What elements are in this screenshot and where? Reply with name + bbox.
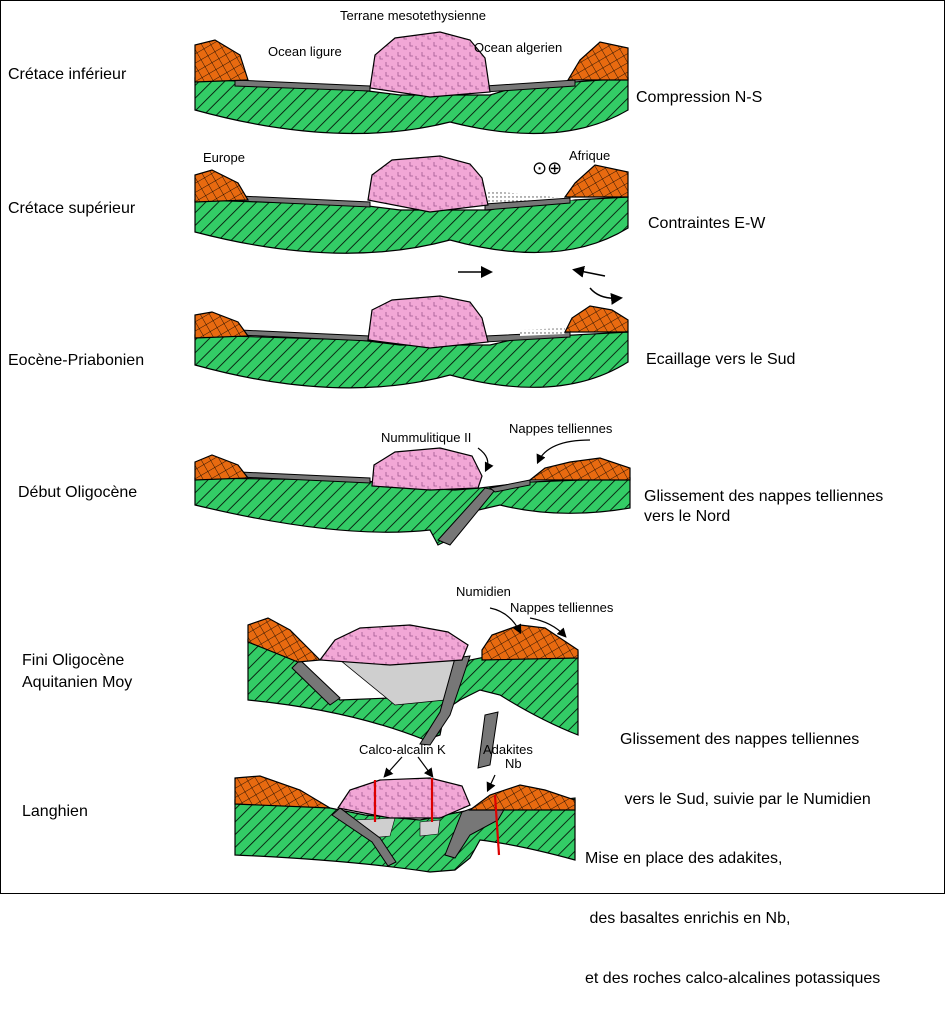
process-label-3: Ecaillage vers le Sud: [646, 350, 795, 370]
europe-margin: [195, 455, 248, 480]
stage-label-4: Début Oligocène: [18, 484, 137, 502]
europe-label: Europe: [203, 150, 245, 165]
adakites-label: Adakites: [483, 742, 533, 757]
europe-margin: [195, 170, 248, 202]
calco-arrow-1: [385, 757, 402, 776]
process-label-1: Compression N-S: [636, 88, 762, 108]
terrane-block: [320, 625, 468, 665]
arrow-left-icon: [575, 270, 605, 276]
numidien-label: Numidien: [456, 584, 511, 599]
sediment-basin: [340, 658, 460, 705]
curved-arrow-icon: [590, 288, 620, 298]
slab-tail: [478, 712, 498, 768]
terrane-block: [368, 296, 488, 348]
terrane-block: [370, 32, 490, 97]
stress-arrows: [458, 270, 620, 298]
nb-arrow: [488, 775, 495, 790]
stage-label-5: Fini Oligocène Aquitanien Moy: [22, 650, 132, 694]
terrane-block: [368, 156, 488, 212]
nb-label: Nb: [505, 756, 522, 771]
process-label-2: Contraintes E-W: [648, 214, 765, 234]
nummulitique-arrow: [478, 448, 488, 470]
europe-margin: [195, 40, 248, 82]
africa-margin: [482, 625, 578, 660]
nappes-label-2: Nappes telliennes: [510, 600, 613, 615]
section-eocene-priabonien: [195, 296, 628, 388]
calco-label: Calco-alcalin K: [359, 742, 446, 757]
calco-arrow-2: [418, 757, 432, 776]
terrane-block: [338, 778, 470, 818]
nappes-label-1: Nappes telliennes: [509, 421, 612, 436]
africa-margin: [565, 165, 628, 197]
terrane-label: Terrane mesotethysienne: [340, 8, 486, 23]
section-debut-oligocene: [195, 440, 630, 545]
afrique-label: Afrique: [569, 148, 610, 163]
process-label-6: Mise en place des adakites, des basaltes…: [585, 809, 880, 1009]
ocean-ligure-label: Ocean ligure: [268, 44, 342, 59]
nummulitique-label: Nummulitique II: [381, 430, 471, 445]
nappes-arrow: [538, 440, 590, 462]
europe-margin: [195, 312, 248, 338]
section-cretace-inferieur: [195, 32, 628, 134]
terrane-block: [372, 448, 482, 490]
process-label-4: Glissement des nappes telliennes vers le…: [644, 487, 883, 527]
stage-label-3: Eocène-Priabonien: [8, 352, 144, 370]
stage-label-1: Crétace inférieur: [8, 66, 126, 84]
section-cretace-superieur: [195, 156, 628, 253]
africa-margin: [565, 306, 628, 332]
europe-margin: [235, 776, 330, 808]
africa-margin: [530, 458, 630, 480]
africa-margin: [568, 42, 628, 80]
stage-label-2: Crétace supérieur: [8, 200, 135, 218]
ocean-algerien-label: Ocean algerien: [474, 40, 562, 55]
section-langhien: [235, 757, 575, 872]
stage-label-6: Langhien: [22, 803, 88, 821]
africa-margin: [470, 785, 575, 810]
stress-symbols-icon: ⊙⊕: [532, 158, 562, 179]
